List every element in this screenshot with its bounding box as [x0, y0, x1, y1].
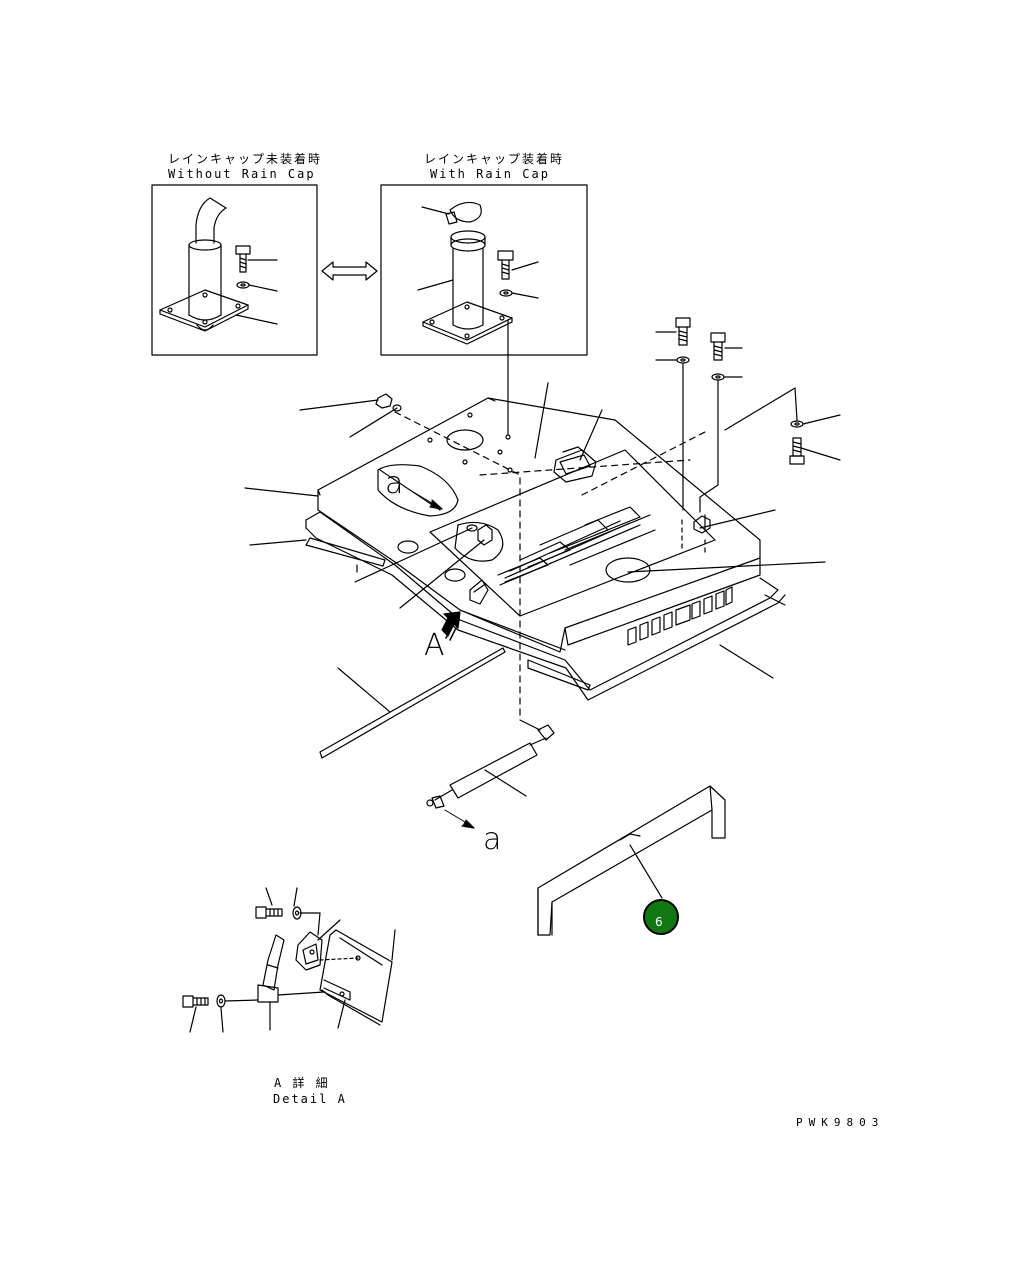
callout-number: 6	[655, 915, 663, 929]
detail-a-title-jp: A 詳 細	[274, 1076, 330, 1090]
inset-right-title-jp: レインキャップ装着時	[424, 152, 565, 166]
callout-badge-6[interactable]: 6	[643, 899, 679, 935]
view-a-arrow	[441, 611, 461, 641]
view-a-label: A	[424, 628, 445, 663]
drawing-code: PWK9803	[796, 1116, 885, 1129]
detail-a-title-en: Detail A	[273, 1092, 347, 1106]
inset-without-rain-cap	[151, 184, 318, 356]
engine-hood-cover	[244, 382, 826, 721]
seal-strip	[319, 647, 506, 759]
inset-left-title-jp: レインキャップ未装着時	[168, 152, 323, 166]
gas-spring	[426, 719, 555, 829]
cover-bolts	[655, 317, 841, 534]
inset-with-rain-cap	[380, 184, 588, 440]
mark-a-lower: a	[483, 822, 502, 857]
grab-handle	[537, 785, 726, 936]
inset-right-title-en: With Rain Cap	[430, 167, 550, 181]
interchange-arrow	[321, 261, 378, 281]
mark-a-upper: a	[385, 466, 404, 501]
inset-left-title-en: Without Rain Cap	[168, 167, 316, 181]
detail-a-drawing	[182, 887, 396, 1033]
